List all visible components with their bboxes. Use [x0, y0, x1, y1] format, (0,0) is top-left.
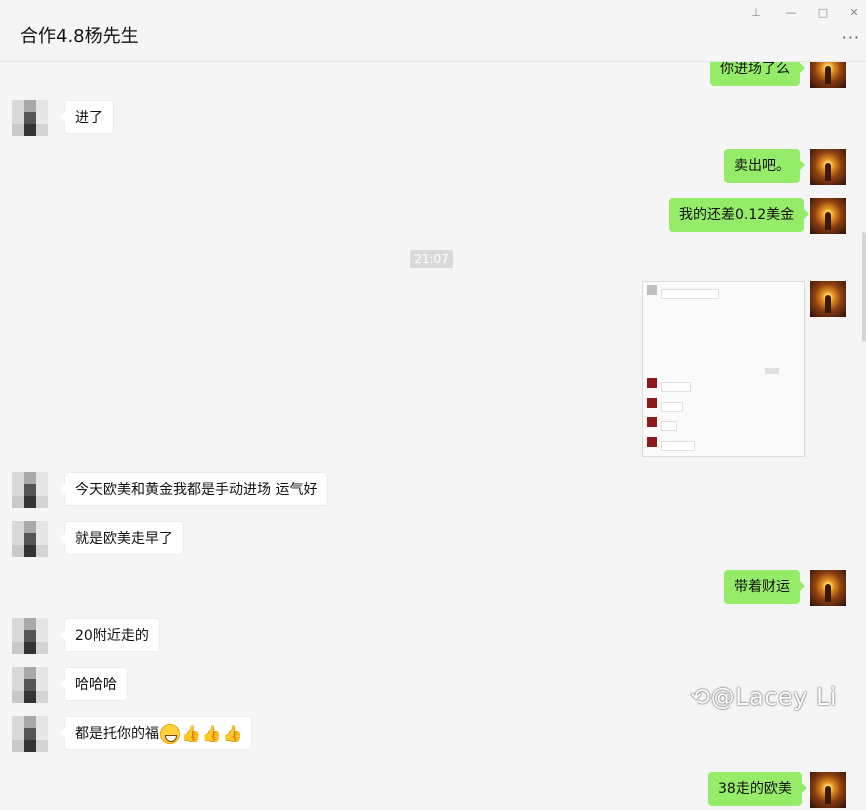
message-timestamp: 21:07 [410, 250, 453, 268]
mini-avatar [647, 417, 657, 427]
thumbs-up-emoji: 👍 [181, 724, 201, 743]
message-text: 都是托你的福 [75, 726, 159, 742]
grin-emoji [160, 724, 180, 744]
self-avatar[interactable] [810, 198, 846, 234]
mini-message [661, 398, 683, 412]
message-incoming[interactable]: 哈哈哈 [60, 667, 128, 701]
mini-avatar [647, 378, 657, 388]
message-outgoing[interactable]: 卖出吧。 [724, 149, 805, 183]
contact-avatar[interactable] [12, 618, 48, 654]
pin-icon[interactable]: ⊥ [751, 6, 761, 19]
contact-avatar[interactable] [12, 521, 48, 557]
mini-message [661, 417, 677, 431]
mini-message [661, 378, 691, 392]
self-avatar[interactable] [810, 772, 846, 808]
watermark-logo-icon: ⟲ [690, 683, 711, 711]
self-avatar[interactable] [810, 570, 846, 606]
message-incoming[interactable]: 都是托你的福👍👍👍 [60, 716, 252, 750]
self-avatar[interactable] [810, 62, 846, 88]
message-incoming[interactable]: 就是欧美走早了 [60, 521, 184, 555]
mini-timestamp [765, 368, 779, 374]
minimize-icon[interactable]: — [785, 6, 797, 19]
mini-avatar [647, 285, 657, 295]
thumbs-up-emoji: 👍 [201, 724, 222, 743]
chat-title: 合作4.8杨先生 [20, 26, 139, 47]
title-bar: 合作4.8杨先生 ⊥ — □ ✕ ··· [0, 0, 866, 62]
watermark-text: @Lacey Li [710, 683, 838, 711]
mini-avatar [647, 437, 657, 447]
message-incoming[interactable]: 今天欧美和黄金我都是手动进场 运气好 [59, 472, 329, 506]
image-message[interactable] [642, 281, 805, 457]
thumbs-up-emoji: 👍 [222, 724, 243, 743]
contact-avatar[interactable] [12, 472, 48, 508]
message-outgoing[interactable]: 我的还差0.12美金 [669, 198, 810, 232]
contact-avatar[interactable] [12, 100, 48, 136]
self-avatar[interactable] [810, 149, 846, 185]
chat-area[interactable]: 你进场了么 进了 卖出吧。 我的还差0.12美金 21:07 [0, 62, 866, 810]
contact-avatar[interactable] [12, 667, 48, 703]
contact-avatar[interactable] [12, 716, 48, 752]
self-avatar[interactable] [810, 281, 846, 317]
maximize-icon[interactable]: □ [817, 6, 829, 19]
mini-avatar [647, 398, 657, 408]
mini-message [661, 285, 719, 299]
message-incoming[interactable]: 进了 [60, 100, 114, 134]
message-outgoing[interactable]: 带着财运 [724, 570, 805, 604]
watermark: ⟲@Lacey Li [690, 683, 837, 711]
more-icon[interactable]: ··· [841, 28, 860, 47]
mini-message [661, 437, 695, 451]
close-icon[interactable]: ✕ [849, 6, 859, 19]
message-incoming[interactable]: 20附近走的 [60, 618, 160, 652]
scrollbar[interactable] [862, 232, 866, 342]
message-outgoing[interactable]: 38走的欧美 [708, 772, 807, 806]
message-outgoing[interactable]: 你进场了么 [710, 62, 805, 86]
